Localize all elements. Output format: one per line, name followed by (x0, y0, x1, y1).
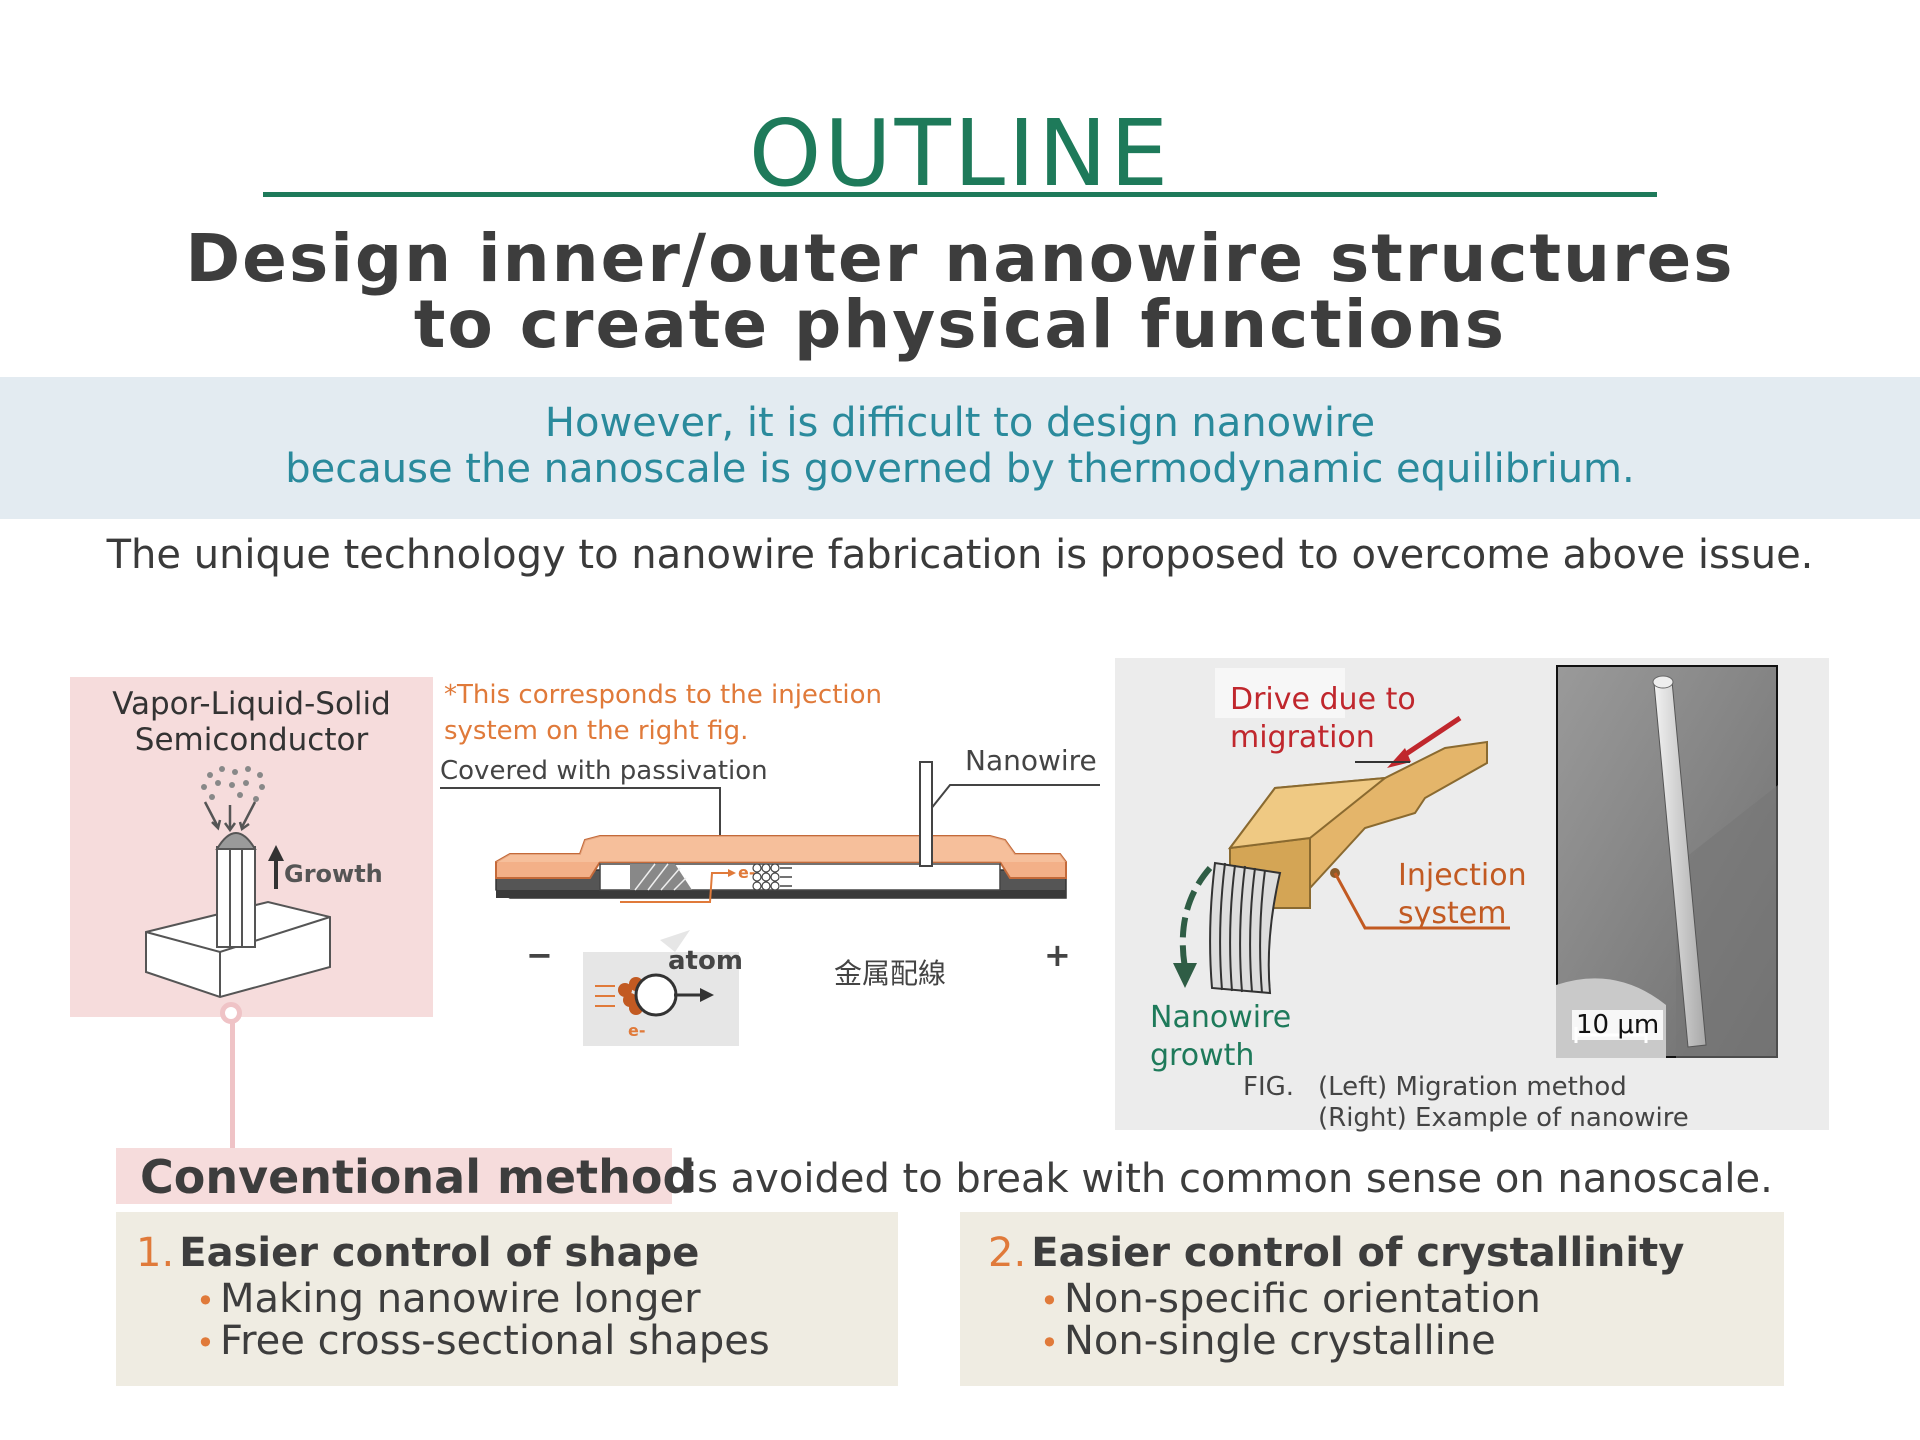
proposal-text: The unique technology to nanowire fabric… (106, 532, 1814, 578)
migration-method-illustration (1173, 668, 1510, 995)
connector-line (230, 1010, 235, 1150)
svg-text:e-: e- (628, 1021, 646, 1040)
drive-label-line-1: Drive due to (1230, 682, 1416, 717)
advantage-title: Easier control of shape (179, 1230, 700, 1276)
injection-label-line-2: system (1398, 896, 1507, 931)
scale-bar-label: 10 μm (1572, 1010, 1664, 1040)
passivation-label: Covered with passivation (440, 756, 768, 786)
figure-caption-left: (Left) Migration method (1318, 1072, 1627, 1102)
metal-wiring-label: 金属配線 (834, 957, 947, 990)
nanowire-growth-label-line-2: growth (1150, 1038, 1255, 1073)
advantage-card-1: 1. Easier control of shape • Making nano… (116, 1212, 898, 1386)
advantage-card-2: 2. Easier control of crystallinity • Non… (960, 1212, 1784, 1386)
vls-growth-illustration (145, 766, 331, 999)
growth-arrow-icon (268, 845, 284, 861)
bullet-icon: • (196, 1324, 215, 1362)
conventional-method-highlight (116, 1148, 672, 1204)
injection-note-line-1: *This corresponds to the injection (444, 680, 883, 710)
page-title: OUTLINE (748, 100, 1172, 207)
advantage-bullet: Making nanowire longer (219, 1276, 701, 1322)
subtitle-line-2: to create physical functions (413, 286, 1507, 363)
inflow-arrows-icon (595, 985, 615, 1007)
subtitle-line-1: Design inner/outer nanowire structures (185, 220, 1735, 297)
drive-label-line-2: migration (1230, 720, 1375, 755)
nanowire-growth-label-line-1: Nanowire (1150, 1000, 1292, 1035)
vapor-arrows-icon (203, 801, 257, 833)
conventional-method-label: Conventional method (140, 1150, 696, 1204)
growth-direction-arrow-icon (1173, 963, 1197, 988)
advantage-bullet: Free cross-sectional shapes (219, 1318, 770, 1364)
advantage-title: Easier control of crystallinity (1031, 1230, 1685, 1276)
bullet-icon: • (1040, 1282, 1059, 1320)
electron-label: e- (738, 863, 756, 882)
figure-caption-right: (Right) Example of nanowire (1318, 1103, 1689, 1133)
title-underline (263, 192, 1657, 197)
issue-band (0, 377, 1920, 519)
advantage-number: 1. (136, 1230, 175, 1276)
sem-nanowire-image (1556, 665, 1778, 1058)
vapor-dots-icon (201, 766, 265, 802)
connector-dot (220, 1002, 242, 1024)
vls-title-line-1: Vapor-Liquid-Solid (112, 686, 391, 722)
cross-section-diagram: e- e- (440, 761, 1100, 1046)
issue-line-1: However, it is difficult to design nanow… (544, 400, 1376, 446)
atom-label: atom (668, 946, 743, 976)
advantage-bullet: Non-specific orientation (1063, 1276, 1541, 1322)
plus-terminal-label: + (1044, 936, 1071, 974)
injection-label-line-1: Injection (1398, 858, 1527, 893)
bullet-icon: • (196, 1282, 215, 1320)
vls-title-line-2: Semiconductor (134, 722, 369, 758)
advantage-bullet: Non-single crystalline (1063, 1318, 1496, 1364)
growth-label: Growth (284, 860, 383, 888)
bullet-icon: • (1040, 1324, 1059, 1362)
issue-line-2: because the nanoscale is governed by the… (285, 446, 1635, 492)
injection-note-line-2: system on the right fig. (444, 716, 749, 746)
minus-terminal-label: − (526, 936, 553, 974)
figure-caption-prefix: FIG. (1243, 1072, 1295, 1102)
nanowire-label: Nanowire (965, 744, 1097, 777)
conventional-method-statement: is avoided to break with common sense on… (686, 1156, 1773, 1202)
advantage-number: 2. (988, 1230, 1027, 1276)
